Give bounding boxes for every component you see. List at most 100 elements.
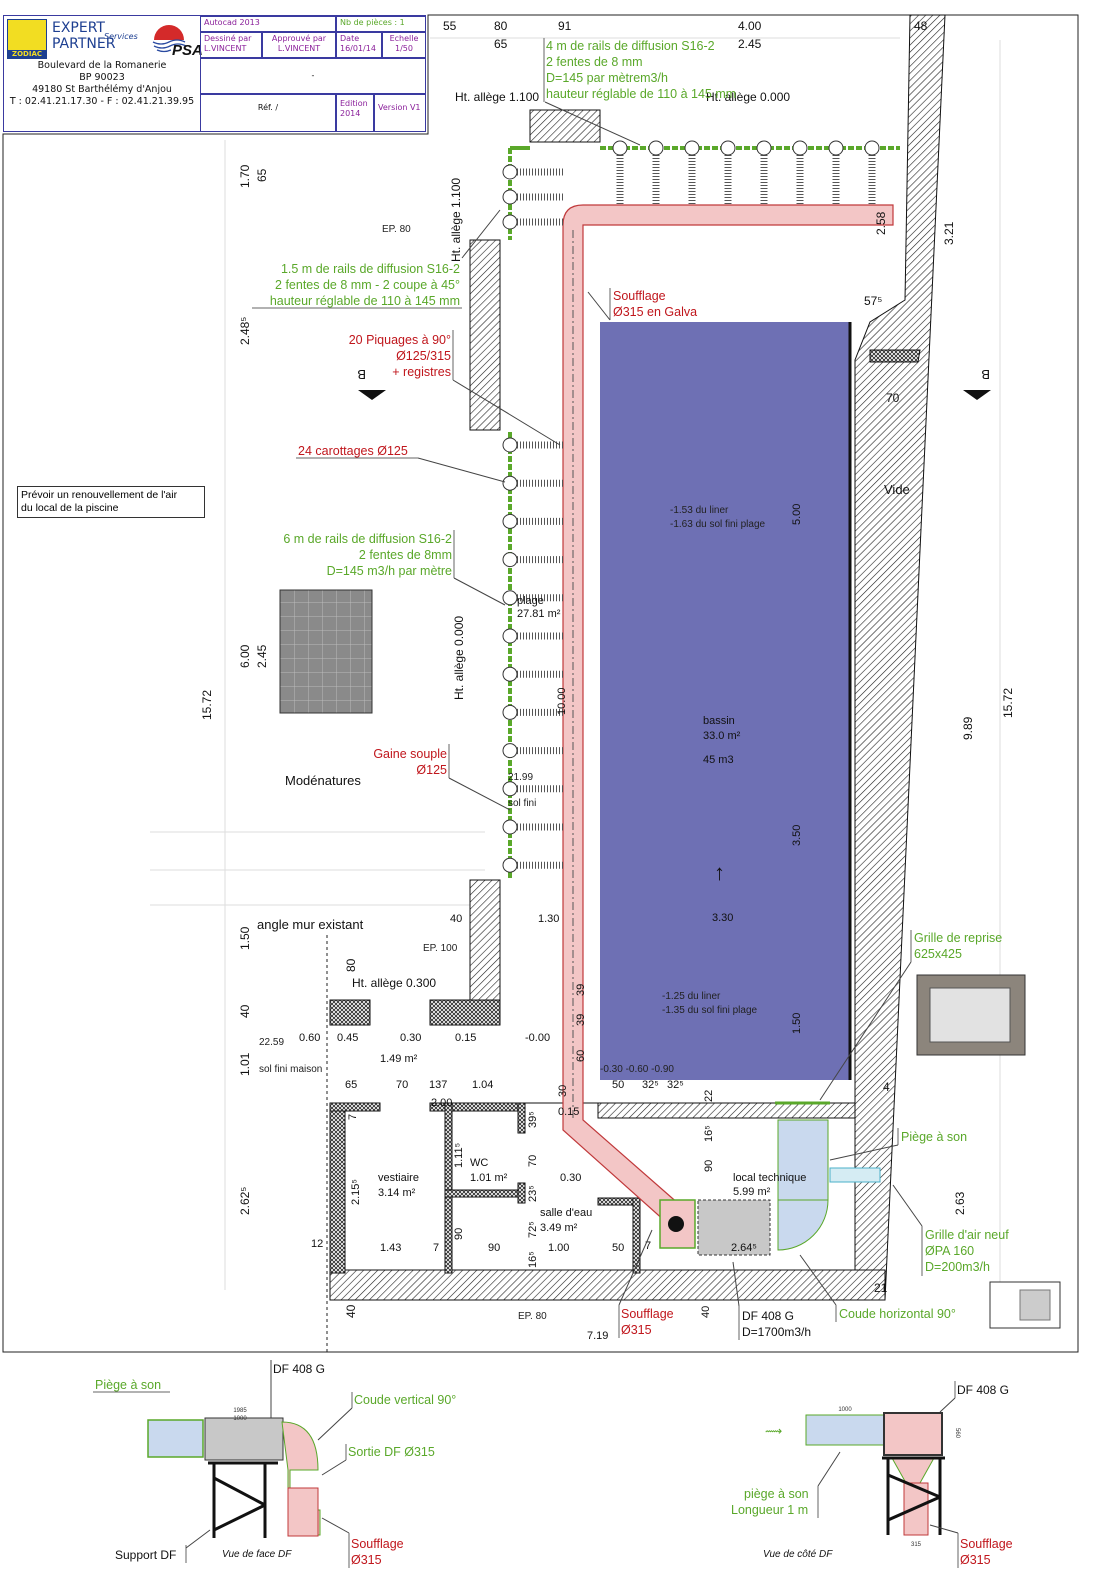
- dimension: 65: [345, 1079, 357, 1091]
- dimension: 10.00: [556, 687, 568, 715]
- diffuser-outlet: [502, 743, 563, 759]
- annotation-rails-6m: 6 m de rails de diffusion S16-2 2 fentes…: [283, 530, 506, 606]
- annotation-line: Soufflage: [351, 1537, 404, 1551]
- annotation-line: hauteur réglable de 110 à 145 mm: [270, 294, 460, 308]
- scale-label: Echelle: [389, 34, 419, 43]
- address-line: BP 90023: [79, 72, 125, 83]
- dimension: 7.19: [587, 1330, 608, 1342]
- diffuser-outlet: [502, 781, 563, 797]
- annotation-line: 24 carottages Ø125: [298, 444, 408, 458]
- dimension: 70: [396, 1079, 408, 1091]
- level-label: Ht. allège 1.100: [449, 178, 463, 262]
- top-dimensions: 55 80 91 4.00 65 2.45 48: [443, 19, 928, 51]
- dimension: 7: [433, 1242, 439, 1254]
- room-area: 1.01 m²: [470, 1172, 508, 1184]
- section-label: B: [357, 367, 366, 382]
- annotation-piquages: 20 Piquages à 90° Ø125/315 + registres: [349, 330, 561, 446]
- diffuser-outlet: [502, 475, 563, 491]
- approved-by: L.VINCENT: [277, 44, 321, 53]
- dimension: 39⁵: [527, 1111, 539, 1128]
- diffuser-outlet: [502, 590, 563, 606]
- dimension: 32⁵: [667, 1079, 684, 1091]
- diffuser-outlet: [502, 819, 563, 835]
- annotation-line: piège à son: [744, 1487, 809, 1501]
- annotation-line: 625x425: [914, 947, 962, 961]
- dimension: 40: [238, 1004, 252, 1018]
- annotation-line: Support DF: [115, 1548, 176, 1562]
- dimension: 9.89: [961, 716, 975, 740]
- annotation-line: DF 408 G: [273, 1362, 325, 1376]
- dimension: 0.15: [558, 1106, 579, 1118]
- dimension: 1.30: [538, 913, 559, 925]
- diffuser-outlet: [648, 140, 664, 205]
- dimension: 6.00: [238, 644, 252, 668]
- annotation-line: Piège à son: [901, 1130, 967, 1144]
- wall-thickness: EP. 80: [518, 1311, 547, 1322]
- pool-depth: -1.35 du sol fini plage: [662, 1005, 758, 1016]
- supply-outlet: [903, 1482, 929, 1536]
- dimension: 39: [575, 984, 587, 996]
- dimension: 3.30: [712, 912, 733, 924]
- logo-services: Services: [104, 32, 138, 41]
- room-area: 27.81 m²: [517, 608, 561, 620]
- annotation-line: Ø315 en Galva: [613, 305, 697, 319]
- pool-depth: -1.53 du liner: [670, 505, 729, 516]
- dimension: 2.64⁵: [731, 1242, 757, 1254]
- dimension: 65: [494, 37, 508, 51]
- annotation-line: Grille de reprise: [914, 931, 1002, 945]
- dimension: 70: [527, 1155, 539, 1167]
- dimension: 0.15: [455, 1032, 476, 1044]
- diffuser-outlet: [502, 857, 563, 873]
- scale: 1/50: [395, 44, 413, 53]
- section-label: B: [981, 367, 990, 382]
- section-marker-icon: [963, 390, 991, 400]
- pool-volume: 45 m3: [703, 754, 734, 766]
- fresh-air-arrow-icon: ⟿: [765, 1424, 782, 1438]
- dimension: 137: [429, 1079, 447, 1091]
- dimension: 15.72: [1001, 688, 1015, 718]
- pieces-cell: Nb de pièces : 1: [336, 16, 426, 32]
- annotation-rails-1-5m: 1.5 m de rails de diffusion S16-2 2 fent…: [252, 209, 501, 309]
- diffuser-outlet: [502, 164, 563, 180]
- dimension: 72⁵: [527, 1221, 539, 1238]
- diffuser-outlet: [502, 189, 563, 205]
- walls: [329, 14, 946, 1301]
- dimension: 2.00: [431, 1097, 452, 1109]
- diffuser-outlet: [502, 666, 563, 682]
- subject-cell: -: [200, 58, 426, 94]
- dimension: 55: [443, 19, 457, 33]
- pool-dimensions: 5.00 3.50 3.30 1.50 10.00 -0.30 -0.60 -0…: [556, 504, 803, 1102]
- annotation-line: 2 fentes de 8 mm - 2 coupe à 45°: [275, 278, 460, 292]
- view-caption: Vue de face DF: [222, 1549, 292, 1560]
- annotation-line: + registres: [392, 365, 451, 379]
- right-dimensions: 3.21 57⁵ 70 15.72 9.89 2.63 4 21 2.58 Vi…: [864, 211, 1015, 1295]
- drawing-frame: [2, 14, 1079, 1353]
- dimension: 65: [255, 168, 269, 182]
- annotation-line: Grille d'air neuf: [925, 1228, 1009, 1242]
- dimension: 15.72: [200, 690, 214, 720]
- dimension: 40: [450, 913, 462, 925]
- side-view-df: 1000 560 315 ⟿ DF 408 G piège à son Long…: [731, 1381, 1013, 1568]
- level-label: sol fini maison: [259, 1064, 322, 1075]
- annotation-line: D=1700m3/h: [742, 1325, 811, 1339]
- address-line: 49180 St Barthélémy d'Anjou: [32, 84, 172, 95]
- annotation-carottages: 24 carottages Ø125: [296, 444, 506, 483]
- sound-trap: [147, 1419, 204, 1458]
- room-labels: plage 27.81 m² bassin 33.0 m² 45 m3 -1.5…: [257, 505, 806, 1234]
- room-name: local technique: [733, 1172, 806, 1184]
- dimension: -0.30 -0.60 -0.90: [600, 1064, 674, 1075]
- level-label: sol fini: [508, 798, 536, 809]
- logo-expert: EXPERT: [52, 20, 105, 36]
- pool-depth: -1.25 du liner: [662, 991, 721, 1002]
- version-cell: Version V1: [374, 94, 426, 132]
- dimension: 3.21: [942, 221, 956, 245]
- dimension: 2.15⁵: [350, 1179, 362, 1205]
- grille-photo-inner: [929, 987, 1011, 1043]
- dimension: 1000: [838, 1407, 852, 1413]
- dimension: 22: [703, 1090, 715, 1102]
- levels: Ht. allège 1.100 Ht. allège 0.000 Ht. al…: [259, 90, 790, 1322]
- annotation-coude-horizontal: Coude horizontal 90°: [799, 1254, 956, 1322]
